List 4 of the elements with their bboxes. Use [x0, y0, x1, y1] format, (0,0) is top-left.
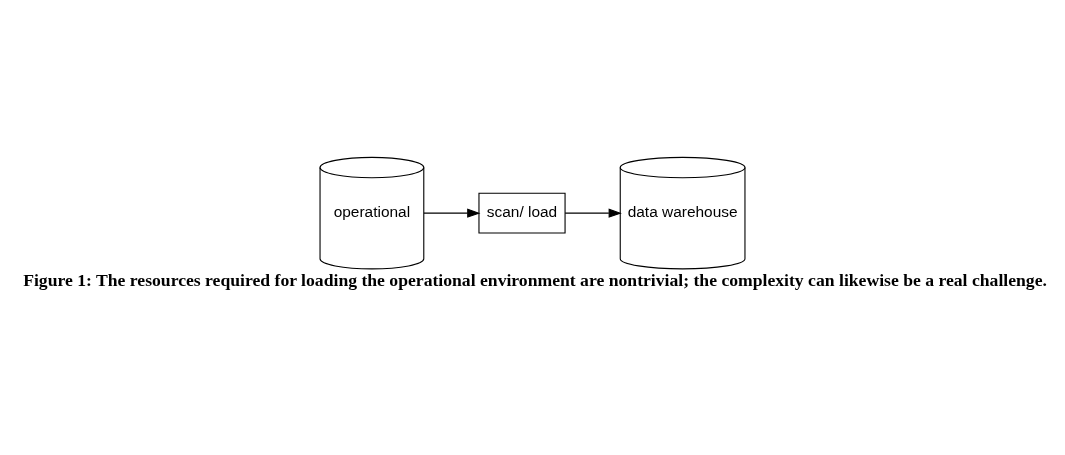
caption: Figure 1: The resources required for loading the operational environment are nontrivial; the complexity can likewise be a real challenge. [23, 270, 1047, 291]
arrow [564, 208, 622, 218]
arrow [423, 208, 481, 218]
node-box: scan/ load [478, 192, 566, 234]
